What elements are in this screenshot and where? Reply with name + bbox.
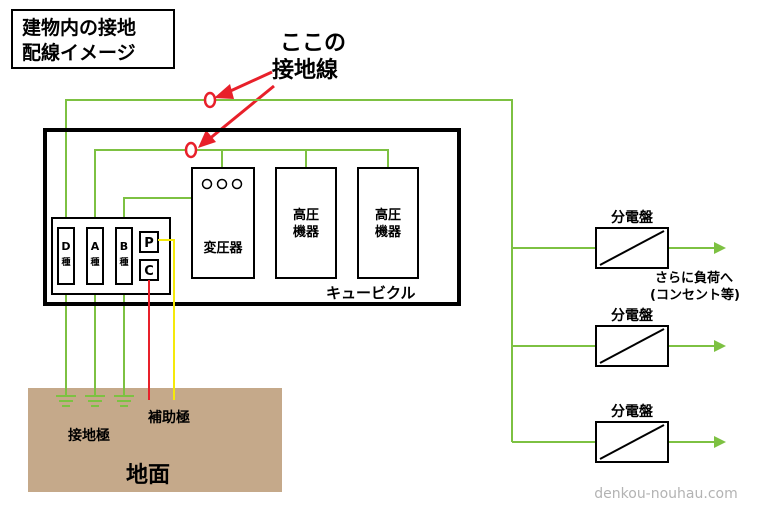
bushing-1 xyxy=(201,178,213,190)
auxiliary-electrode-label: 補助極 xyxy=(147,409,190,426)
load-note-line-2: (コンセント等) xyxy=(650,287,740,303)
load-note-line-1: さらに負荷へ xyxy=(655,270,733,286)
terminal-a-sub: 種 xyxy=(90,256,99,268)
marker-circle-lower xyxy=(184,141,198,159)
callout-arrows xyxy=(198,70,275,148)
title-box xyxy=(11,9,175,69)
high-voltage-equipment-2 xyxy=(357,167,419,279)
distribution-panel-3: 分電盤 xyxy=(595,403,669,463)
marker-circle-upper xyxy=(203,91,217,109)
bushing-3 xyxy=(231,178,243,190)
terminal-c-label: C xyxy=(144,264,154,279)
earth-symbol-b xyxy=(114,395,134,407)
panel-2-label: 分電盤 xyxy=(611,307,654,324)
terminal-d-sub: 種 xyxy=(61,256,70,268)
hv1-label-line-1: 高圧 xyxy=(293,207,319,223)
terminal-p xyxy=(139,231,159,253)
bushing-2 xyxy=(216,178,228,190)
panel-1-diagonal xyxy=(599,230,665,266)
ground-area xyxy=(28,388,282,492)
callout-arrowhead-lower xyxy=(198,130,216,148)
terminal-p-label: P xyxy=(144,236,154,251)
cubicle-label: キュービクル xyxy=(326,284,416,302)
callout-arrowhead-upper xyxy=(214,84,234,99)
distribution-panel-2: 分電盤 xyxy=(595,307,669,367)
ground-label: 地面 xyxy=(126,463,170,488)
earth-electrode-label: 接地極 xyxy=(68,427,110,444)
distribution-panel-1: 分電盤 xyxy=(595,209,669,269)
earth-electrodes xyxy=(56,395,134,407)
cubicle-enclosure xyxy=(43,128,461,306)
high-voltage-equipment-1 xyxy=(275,167,337,279)
hv1-label-line-2: 機器 xyxy=(293,224,320,240)
terminal-a-label: A xyxy=(91,240,100,253)
title-line-1: 建物内の接地 xyxy=(22,16,136,39)
transformer-label: 変圧器 xyxy=(203,240,243,256)
main-ground-wire xyxy=(65,99,513,442)
title-line-2: 配線イメージ xyxy=(22,41,136,64)
callout-line-1: ここの xyxy=(280,31,346,56)
panel-1-label: 分電盤 xyxy=(611,209,654,226)
earth-symbol-a xyxy=(85,395,105,407)
arrowhead-panel-1 xyxy=(714,242,726,254)
panel-3-label: 分電盤 xyxy=(611,403,654,420)
panel-2-diagonal xyxy=(599,328,665,364)
a-class-ground-wire xyxy=(94,149,389,228)
arrowhead-panel-2 xyxy=(714,340,726,352)
terminal-a xyxy=(86,227,104,285)
hv2-label-line-1: 高圧 xyxy=(375,207,401,223)
watermark: denkou-nouhau.com xyxy=(594,486,737,502)
callout-line-2: 接地線 xyxy=(272,57,338,83)
panel-3-diagonal xyxy=(599,424,665,460)
terminal-b xyxy=(115,227,133,285)
hv2-label-line-2: 機器 xyxy=(375,224,402,240)
output-arrowheads xyxy=(714,242,726,448)
p-lead-wire xyxy=(158,239,175,400)
callout-arrow-upper xyxy=(225,70,273,95)
earth-symbol-d xyxy=(56,395,76,407)
terminal-b-sub: 種 xyxy=(119,256,128,268)
terminal-d-label: D xyxy=(61,240,70,253)
terminal-b-label: B xyxy=(120,240,128,253)
terminal-d xyxy=(57,227,75,285)
arrowhead-panel-3 xyxy=(714,436,726,448)
